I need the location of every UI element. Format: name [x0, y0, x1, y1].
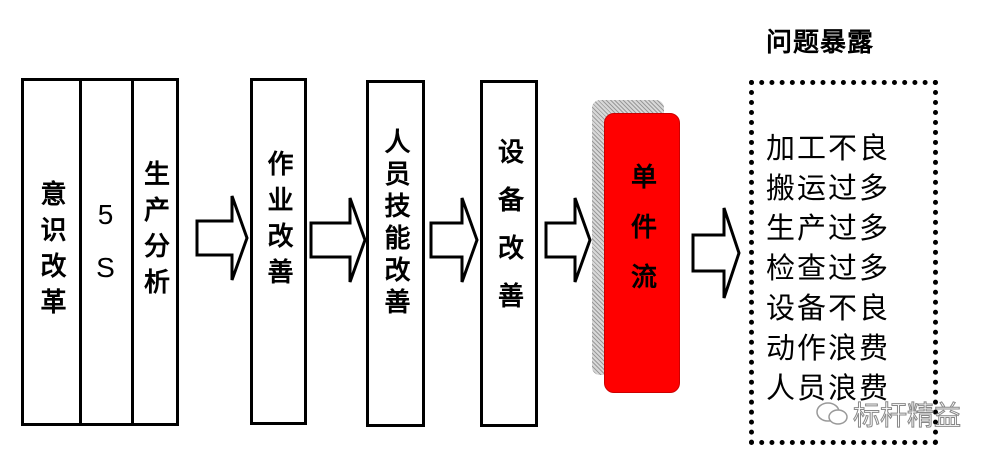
problems-list: 加工不良 搬运过多 生产过多 检查过多 设备不良 动作浪费 人员浪费: [766, 128, 890, 408]
arrow-right-icon: [309, 197, 367, 283]
problem-item: 人员浪费: [766, 371, 891, 405]
problem-item: 设备不良: [766, 291, 891, 325]
problem-item: 动作浪费: [766, 331, 891, 365]
wechat-icon: [816, 401, 848, 425]
work-improvement-label: 作业改善: [263, 149, 293, 294]
column-awareness: 意识改革: [24, 81, 82, 423]
problem-item: 加工不良: [766, 131, 891, 165]
column-5s: 5S: [79, 81, 134, 423]
equipment-improvement-label: 设备改善: [493, 137, 524, 330]
stage-equipment-improvement-box: 设备改善: [480, 80, 538, 427]
production-analysis-label: 生产分析: [139, 160, 170, 304]
watermark-text: 标杆精益: [853, 401, 962, 433]
skill-improvement-label: 人员技能改善: [380, 127, 410, 320]
problem-item: 搬运过多: [766, 171, 891, 205]
problems-title: 问题暴露: [766, 28, 875, 58]
single-piece-flow-label: 单件流: [626, 163, 657, 313]
problems-box: [749, 80, 938, 445]
stage-skill-improvement-box: 人员技能改善: [366, 80, 425, 427]
watermark: 标杆精益: [815, 394, 962, 433]
awareness-label: 意识改革: [36, 180, 66, 324]
problem-item: 检查过多: [766, 251, 891, 285]
arrow-right-icon: [429, 197, 479, 283]
column-production-analysis: 生产分析: [134, 81, 176, 423]
arrow-right-icon: [195, 195, 249, 281]
single-piece-flow-box: 单件流: [604, 113, 680, 393]
stage-work-improvement-box: 作业改善: [250, 78, 307, 425]
arrow-right-icon: [691, 207, 741, 299]
5s-label: 5S: [90, 199, 121, 305]
stage-foundation-box: 意识改革 5S 生产分析: [21, 78, 179, 426]
arrow-right-icon: [544, 197, 592, 283]
problem-item: 生产过多: [766, 211, 891, 245]
